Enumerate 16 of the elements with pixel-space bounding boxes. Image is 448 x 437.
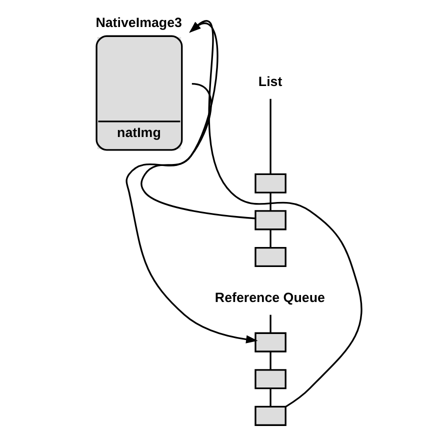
connector: [269, 98, 271, 174]
arrow: [125, 82, 258, 344]
node-box: [254, 173, 286, 194]
connector: [269, 352, 271, 370]
node-box: [254, 246, 286, 268]
connector: [269, 314, 271, 334]
node-box: [254, 406, 286, 426]
node-text: List: [258, 74, 282, 90]
node-box: [254, 210, 286, 230]
connector: [269, 388, 271, 407]
connector: [269, 230, 271, 248]
node-box: [254, 369, 286, 390]
node-box: [254, 332, 286, 352]
node-label: NativeImage3: [95, 14, 182, 30]
node-text: Reference Queue: [214, 290, 324, 305]
connector: [269, 192, 271, 211]
